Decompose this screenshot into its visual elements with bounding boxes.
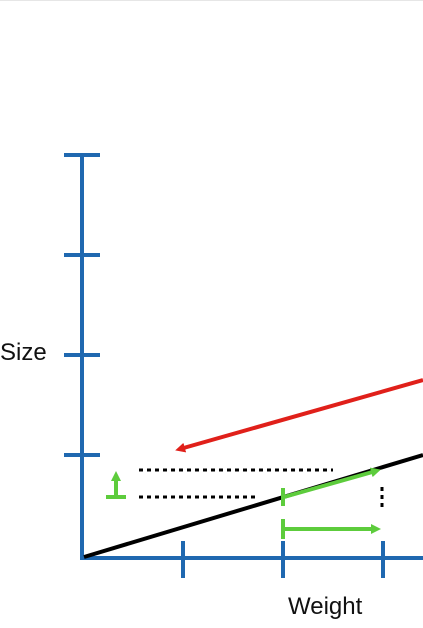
top-border-line	[0, 0, 423, 1]
red-arrow	[175, 378, 423, 453]
green-slope-arrow	[283, 467, 381, 499]
x-axis-label: Weight	[288, 593, 363, 620]
y-axis-label: Size	[0, 339, 47, 366]
